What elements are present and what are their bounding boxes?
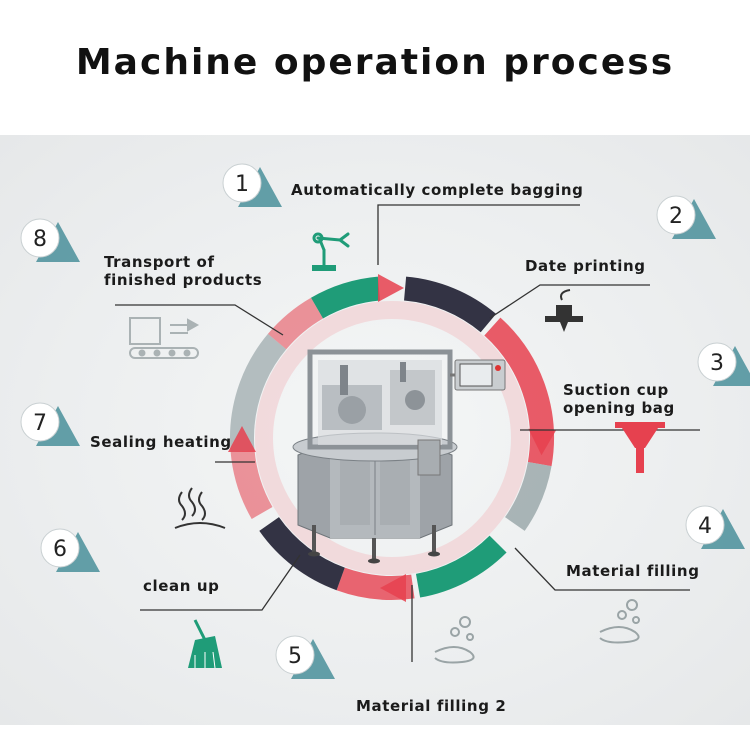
step-number: 8: [33, 227, 47, 252]
step-8-label-line2: finished products: [104, 271, 263, 289]
page-title: Machine operation process: [75, 42, 675, 83]
step-number: 3: [710, 351, 724, 376]
ring-arrowhead: [380, 574, 406, 602]
machine-image: [292, 349, 506, 564]
step-number: 5: [288, 644, 302, 669]
ring-arrowhead: [378, 274, 404, 302]
step-6-badge: 6: [40, 528, 100, 572]
ring-segment-dark-top-right: [403, 276, 497, 333]
step-6-label: clean up: [143, 577, 220, 595]
heat-waves-icon: [174, 487, 226, 529]
ring-segment-green-bottom: [415, 535, 507, 598]
ring-segment-dark-bottom-left: [259, 516, 346, 591]
ring-arrowhead: [528, 428, 557, 456]
leader-lines: [115, 204, 700, 662]
process-ring: [228, 274, 557, 602]
ring-arrowhead: [228, 426, 256, 452]
ring-segment-red-bottom: [336, 567, 415, 600]
ring-inner-glow: [255, 301, 529, 575]
step-8-label-line1: Transport of: [104, 253, 215, 271]
step-3-badge: 3: [697, 342, 750, 386]
step-number: 7: [33, 411, 47, 436]
falling-particles-icon: [434, 616, 475, 664]
step-1-label: Automatically complete bagging: [291, 181, 584, 199]
step-number: 2: [669, 204, 683, 229]
falling-particles-icon: [599, 599, 640, 644]
step-5-badge: 5: [275, 635, 335, 679]
step-number: 6: [53, 537, 67, 562]
step-4-label: Material filling: [566, 562, 700, 580]
step-5-label: Material filling 2: [356, 697, 507, 715]
ring-segment-red-top-left: [267, 297, 324, 350]
step-2-label: Date printing: [525, 257, 646, 275]
step-badges: 1 2 3 4 5 6 7 8: [20, 163, 750, 679]
broom-icon: [188, 619, 222, 669]
conveyor-icon: [129, 317, 200, 359]
step-4-badge: 4: [685, 505, 745, 549]
robot-arm-icon: [312, 232, 350, 271]
ring-segment-gray-right: [504, 461, 552, 531]
step-number: 1: [235, 172, 249, 197]
step-1-badge: 1: [222, 163, 282, 207]
printer-head-icon: [545, 289, 583, 332]
step-2-badge: 2: [656, 195, 716, 239]
step-3-label-line1: Suction cup: [563, 381, 669, 399]
suction-cup-icon: [615, 422, 665, 473]
step-7-badge: 7: [20, 402, 80, 446]
step-8-badge: 8: [20, 218, 80, 262]
step-3-label-line2: opening bag: [563, 399, 675, 417]
ring-segment-green-top: [311, 276, 381, 319]
step-number: 4: [698, 514, 712, 539]
ring-segment-red-left: [230, 449, 273, 519]
step-7-label: Sealing heating: [90, 433, 232, 451]
